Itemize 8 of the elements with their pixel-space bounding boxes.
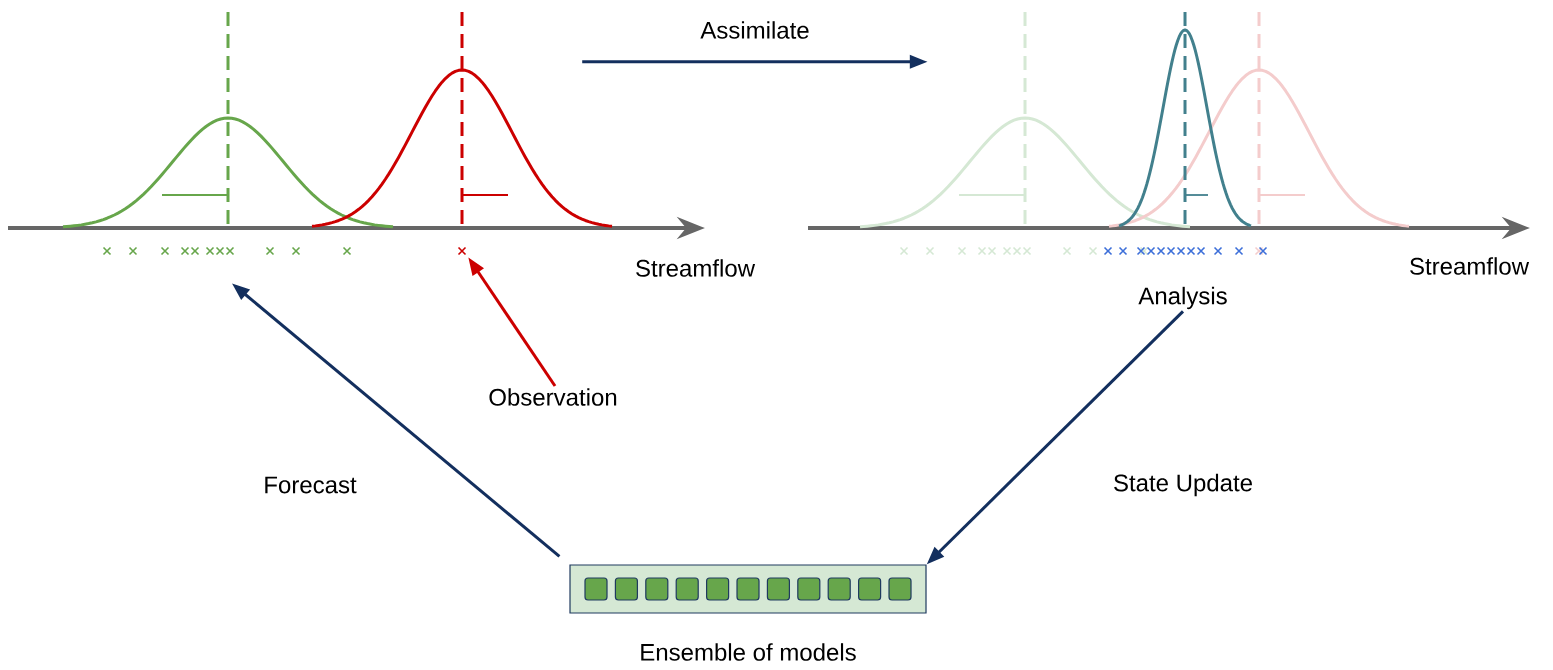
edge-label: Forecast — [261, 474, 359, 496]
edge-label: State Update — [1110, 471, 1256, 499]
edge-label: Assimilate — [698, 19, 812, 41]
axis-label: Streamflow — [636, 259, 756, 277]
label-text: Analysis — [1138, 286, 1227, 310]
cross-mark — [457, 246, 467, 256]
label-text: Ensemble of models — [641, 643, 856, 661]
label-text: Observation — [489, 388, 617, 406]
